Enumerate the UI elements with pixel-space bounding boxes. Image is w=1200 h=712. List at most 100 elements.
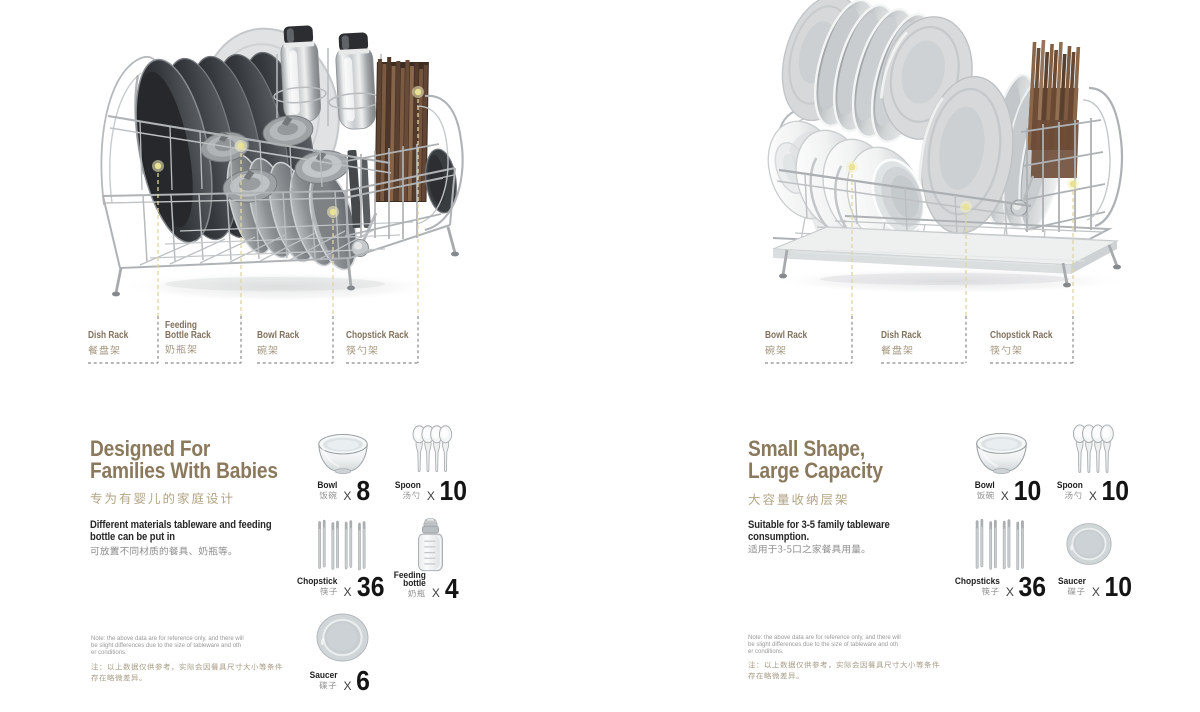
left-description-en: Different materials tableware and feedin… [90, 519, 301, 543]
item-label-zh [316, 491, 337, 501]
callout-label-zh [765, 344, 815, 356]
item-bowl-left: Bowl X 8 [316, 475, 371, 507]
item-label-zh [384, 588, 426, 599]
right-heading: Small Shape, Large Capacity [748, 438, 903, 481]
saucer-icon [316, 613, 369, 662]
note-line: Note: the above data are for reference o… [91, 635, 244, 642]
description-line: Different materials tableware and feedin… [90, 519, 272, 531]
item-saucer-left: Saucer X 6 [308, 665, 372, 697]
callout-label-en: Dish Rack [881, 330, 922, 341]
description-line: bottle can be put in [90, 530, 176, 543]
callout-chopstick-rack-left: Chopstick Rack [346, 331, 420, 356]
chopsticks-block [374, 57, 429, 202]
right-note-zh [748, 661, 941, 681]
left-note-en: Note: the above data are for reference o… [91, 635, 248, 656]
callout-chopstick-rack-right: Chopstick Rack [990, 331, 1064, 356]
left-subtitle-zh [90, 492, 235, 506]
note-line: er conditions. [91, 649, 127, 656]
item-spoon-right: Spoon X 10 [1056, 475, 1133, 507]
item-label-en: Saucer [1057, 576, 1086, 586]
callout-label-zh [346, 344, 420, 356]
item-count: 4 [444, 572, 459, 604]
left-heading-line1: Designed For [90, 436, 211, 461]
right-heading-line2: Large Capacity [748, 457, 883, 483]
item-label-en: Spoon [394, 480, 421, 490]
right-note-en: Note: the above data are for reference o… [748, 634, 905, 655]
callout-bowl-rack-left: Bowl Rack [257, 331, 307, 356]
callout-label-zh [881, 344, 928, 356]
callout-dish-rack-left: Dish Rack [88, 331, 135, 356]
item-feeding-bottle-left: Feeding bottle X 4 [384, 571, 460, 604]
item-label-zh [1056, 491, 1083, 501]
baby-bottle-2 [335, 32, 377, 130]
item-count: 10 [1104, 571, 1133, 603]
multiply-sign: X [1000, 488, 1009, 503]
left-heading-line2: Families With Babies [90, 457, 278, 483]
item-label-en: Chopstick [297, 576, 338, 586]
spoon-icon [1070, 424, 1114, 476]
multiply-sign: X [426, 488, 435, 503]
description-line: consumption. [748, 530, 809, 543]
item-count: 10 [1013, 475, 1042, 507]
item-count: 10 [1101, 475, 1130, 507]
note-line: be slight differences due to the size of… [748, 641, 899, 648]
baby-bottle-1 [280, 25, 322, 123]
item-chopsticks-right: Chopsticks X 36 [952, 571, 1049, 603]
callout-label-en: Dish Rack [88, 330, 129, 341]
multiply-sign: X [431, 586, 440, 600]
callout-label-zh [990, 344, 1064, 356]
saucer-icon [1066, 522, 1112, 566]
callout-label-en: Bowl Rack [765, 330, 808, 341]
item-count: 36 [1018, 571, 1047, 603]
item-bowl-right: Bowl X 10 [974, 475, 1045, 507]
callout-label-en: Chopstick Rack [346, 330, 409, 341]
item-count: 8 [356, 475, 371, 507]
chopstick-icon [318, 519, 370, 571]
note-line-zh [748, 671, 941, 681]
note-line: Note: the above data are for reference o… [748, 634, 901, 641]
drip-tray [772, 226, 1120, 274]
item-label-zh [295, 587, 338, 597]
item-count: 6 [356, 665, 371, 697]
multiply-sign: X [1091, 584, 1100, 599]
callout-label-zh [88, 344, 135, 356]
bowl-icon [317, 433, 369, 474]
callout-label-en: Bowl Rack [257, 330, 300, 341]
bowl-icon [975, 432, 1028, 474]
chopstick-icon [975, 519, 1029, 570]
multiply-sign: X [343, 678, 352, 693]
callout-dish-rack-right: Dish Rack [881, 331, 928, 356]
item-label-zh [308, 681, 337, 691]
left-note-zh [91, 663, 284, 683]
multiply-sign: X [343, 488, 352, 503]
note-line: er conditions. [748, 648, 784, 655]
note-line-zh [91, 663, 284, 672]
right-description-en: Suitable for 3-5 family tableware consum… [748, 519, 913, 543]
item-label-en: Bowl [974, 480, 995, 490]
top-plate-stack [781, 0, 973, 144]
item-label-en: Bowl [317, 480, 338, 490]
description-line: Suitable for 3-5 family tableware [748, 519, 890, 531]
callout-label-zh [165, 344, 223, 355]
spoon-icon [408, 425, 454, 475]
feeding-bottle-icon [417, 518, 444, 572]
item-chopstick-left: Chopstick X 36 [295, 571, 387, 603]
note-line-zh [91, 673, 284, 683]
item-count: 10 [439, 475, 468, 507]
callout-label-zh [257, 344, 307, 356]
item-label-en: Spoon [1056, 480, 1083, 490]
callout-feeding-bottle-rack: Feeding Bottle Rack [165, 321, 223, 355]
item-label-zh [394, 491, 421, 501]
callout-bowl-rack-right: Bowl Rack [765, 331, 815, 356]
right-heading-line1: Small Shape, [748, 436, 866, 461]
multiply-sign: X [1088, 488, 1097, 503]
right-subtitle-zh [748, 493, 850, 507]
item-label-en: Chopsticks [954, 576, 1000, 586]
multiply-sign: X [343, 584, 352, 599]
left-rack-photo [100, 25, 464, 302]
item-label-zh [1057, 587, 1086, 597]
callout-label-en: Chopstick Rack [990, 330, 1053, 341]
item-label-en: Saucer [309, 670, 338, 680]
item-count: 36 [356, 571, 385, 603]
